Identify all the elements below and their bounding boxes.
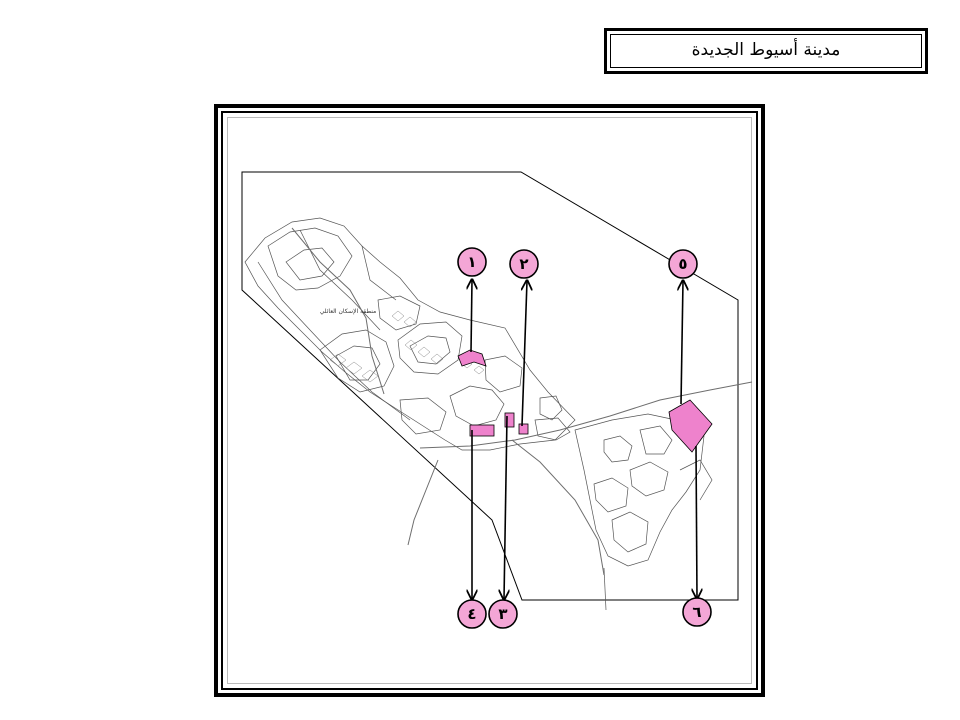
marker-1[interactable]: ١ [457,247,487,277]
western-district [244,217,576,451]
map-markers: ١ ٢ ٣ ٤ ٥ ٦ [457,247,712,629]
leader-arrows [471,280,697,599]
housing-blocks [329,310,485,383]
marker-2-label: ٢ [519,255,528,273]
marker-1-label: ١ [467,253,476,271]
marker-4-label: ٤ [467,605,476,623]
district-map-label: منطقة الإسكان العائلي [320,308,377,315]
highlighted-zones [457,349,713,453]
marker-4[interactable]: ٤ [457,599,487,629]
marker-3-label: ٣ [498,605,507,623]
marker-5[interactable]: ٥ [668,249,698,279]
map-frame [214,104,765,697]
zone-5-6 [668,399,713,453]
zone-4 [469,424,495,437]
eastern-district [574,413,713,611]
marker-2[interactable]: ٢ [509,249,539,279]
marker-6-label: ٦ [692,603,701,621]
marker-3[interactable]: ٣ [488,599,518,629]
zone-3 [504,412,515,428]
marker-6[interactable]: ٦ [682,597,712,627]
marker-5-label: ٥ [678,255,687,273]
main-roads [291,227,753,576]
title-box: مدينة أسيوط الجديدة [604,28,928,74]
zone-1 [457,349,487,367]
zone-2 [518,423,529,435]
city-boundary [241,171,739,601]
